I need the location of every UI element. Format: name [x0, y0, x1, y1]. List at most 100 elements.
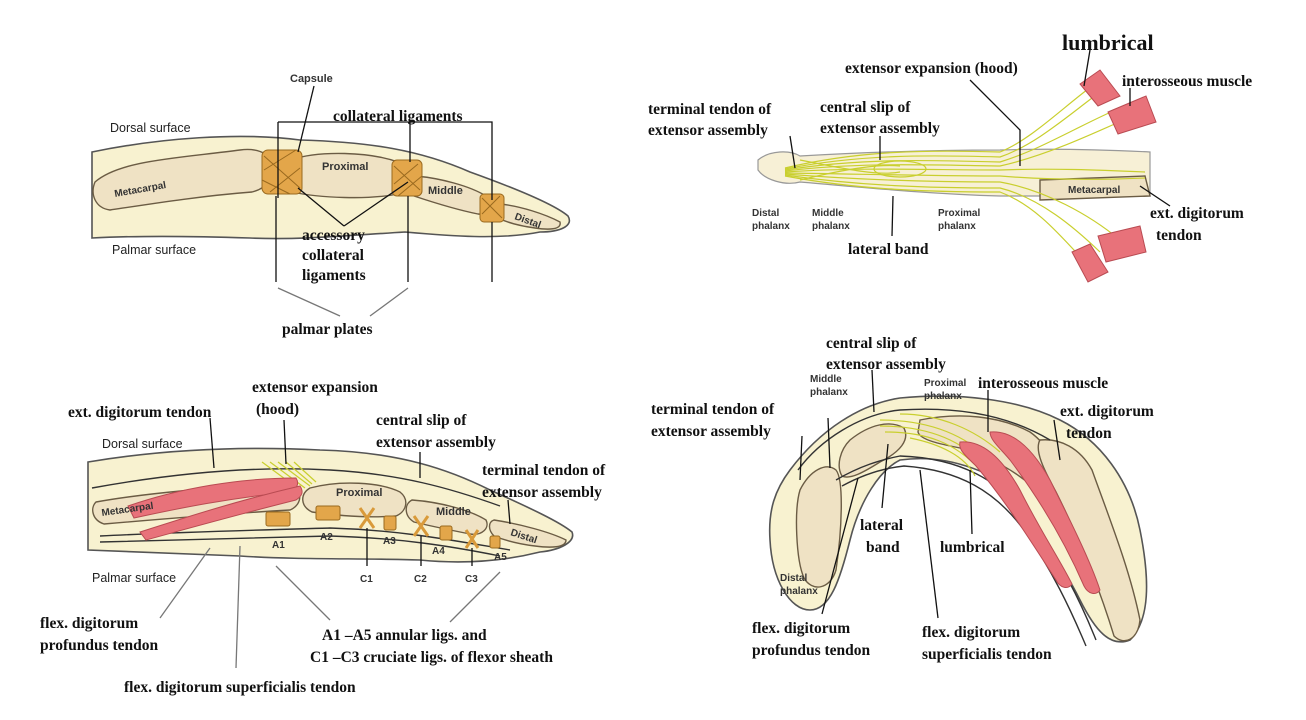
br-central-leader: [871, 369, 875, 413]
label-accessory-1: accessory: [302, 227, 365, 244]
tr-label-terminal-1: terminal tendon of: [648, 101, 772, 118]
bl-hood-leader: [283, 419, 287, 465]
panel-flexed-finger: central slip of extensor assembly Middle…: [651, 335, 1154, 663]
br-label-central-1: central slip of: [826, 335, 917, 352]
br-label-lateral-1: lateral: [860, 517, 904, 534]
label-collateral-ligaments: collateral ligaments: [333, 108, 463, 125]
tr-lumbrical-leader: [1083, 49, 1091, 87]
br-label-ext-digitorum-1: ext. digitorum: [1060, 403, 1154, 420]
bl-annular-leader: [275, 565, 501, 623]
label-accessory-2: collateral: [302, 247, 365, 264]
bl-label-terminal-1: terminal tendon of: [482, 462, 606, 479]
tr-label-proximal-1: Proximal: [938, 208, 980, 219]
tr-interosseous-muscle-bottom: [1097, 225, 1147, 263]
tr-extensor-tendons: [784, 85, 1146, 263]
br-label-lumbrical: lumbrical: [940, 539, 1005, 556]
tr-label-interosseous: interosseous muscle: [1122, 73, 1252, 90]
tr-label-lateral-band: lateral band: [848, 241, 929, 258]
bl-label-a2: A2: [320, 532, 333, 543]
bl-palmar-sheath-line-2: [99, 535, 501, 557]
br-label-terminal-1: terminal tendon of: [651, 401, 775, 418]
label-accessory-3: ligaments: [302, 267, 366, 284]
br-flexor-sheath-2: [841, 465, 1087, 647]
br-extensor-line: [797, 408, 1051, 471]
bl-label-fds: flex. digitorum superficialis tendon: [124, 679, 356, 696]
label-capsule: Capsule: [290, 73, 333, 85]
bl-label-annular-1: A1 –A5 annular ligs. and: [322, 627, 487, 644]
br-label-interosseous: interosseous muscle: [978, 375, 1108, 392]
br-label-terminal-2: extensor assembly: [651, 423, 771, 440]
br-label-fdp-2: profundus tendon: [752, 642, 871, 659]
bl-label-dorsal-surface: Dorsal surface: [102, 437, 183, 451]
bl-fds-leader: [235, 545, 241, 669]
bl-distal-bone: [488, 519, 567, 548]
label-palmar-surface: Palmar surface: [112, 243, 196, 257]
br-middle-bone: [838, 423, 907, 478]
br-label-fdp-1: flex. digitorum: [752, 620, 850, 637]
br-label-ext-digitorum-2: tendon: [1066, 425, 1112, 442]
br-label-fds-2: superficialis tendon: [922, 646, 1052, 663]
bl-label-proximal: Proximal: [336, 487, 382, 499]
label-dorsal-surface: Dorsal surface: [110, 121, 191, 135]
tr-label-middle-2: phalanx: [812, 221, 850, 232]
bl-label-annular-2: C1 –C3 cruciate ligs. of flexor sheath: [310, 649, 553, 666]
br-lateral-leader: [881, 443, 889, 509]
tr-label-terminal-2: extensor assembly: [648, 122, 768, 139]
tr-label-extensor-expansion: extensor expansion (hood): [845, 60, 1018, 77]
tr-label-distal-2: phalanx: [752, 221, 790, 232]
collateral-bracket: [277, 121, 493, 200]
bl-label-a3: A3: [383, 536, 396, 547]
bl-label-central-1: central slip of: [376, 412, 467, 429]
bl-fdp-leader: [159, 547, 211, 619]
mcp-capsule: [261, 149, 303, 195]
bl-terminal-leader: [507, 499, 511, 525]
br-label-central-2: extensor assembly: [826, 356, 946, 373]
br-terminal-leader: [799, 435, 803, 481]
tr-lumbrical-muscle: [1079, 69, 1121, 107]
palmar-plate-bracket: [275, 196, 493, 282]
tr-hood-leader: [969, 79, 1021, 166]
bl-label-a1: A1: [272, 540, 285, 551]
bl-label-central-2: extensor assembly: [376, 434, 496, 451]
panel-joint-ligaments: Capsule Dorsal surface collateral ligame…: [91, 73, 571, 338]
bl-cruciate-ligaments: [358, 507, 480, 549]
bl-label-c3: C3: [465, 574, 478, 585]
bl-dorsal-sheath-line: [91, 468, 501, 507]
label-middle: Middle: [428, 185, 463, 197]
tr-label-ext-digitorum-1: ext. digitorum: [1150, 205, 1244, 222]
br-label-distal-2: phalanx: [780, 586, 818, 597]
tr-label-central-2: extensor assembly: [820, 120, 940, 137]
bl-label-c1: C1: [360, 574, 373, 585]
bl-annular-ligaments: [265, 505, 501, 549]
br-middle-leader: [827, 417, 831, 469]
bl-label-ext-digitorum: ext. digitorum tendon: [68, 404, 212, 421]
bl-label-middle: Middle: [436, 506, 471, 518]
br-fds-leader: [919, 469, 939, 619]
tr-label-proximal-2: phalanx: [938, 221, 976, 232]
panel-flexor-sheath: extensor expansion (hood) ext. digitorum…: [40, 379, 606, 696]
pip-capsule: [391, 159, 423, 197]
bl-label-hood-1: extensor expansion: [252, 379, 378, 396]
tr-label-ext-digitorum-2: tendon: [1156, 227, 1202, 244]
bl-ext-digitorum-leader: [209, 417, 215, 469]
tr-label-distal-1: Distal: [752, 208, 779, 219]
tr-ext-digitorum-leader: [1139, 185, 1171, 207]
br-label-lateral-2: band: [866, 539, 900, 556]
tr-lateral-leader: [891, 195, 894, 237]
bl-lumbrical-muscle: [139, 485, 303, 541]
br-label-fds-1: flex. digitorum: [922, 624, 1020, 641]
br-fdp-leader: [821, 477, 859, 615]
br-label-middle-2: phalanx: [810, 387, 848, 398]
accessory-collateral-leader: [297, 181, 409, 227]
panel-extensor-mechanism: lumbrical extensor expansion (hood) inte…: [648, 30, 1252, 283]
br-ext-digitorum-leader: [1053, 419, 1061, 461]
bl-label-fdp-2: profundus tendon: [40, 637, 159, 654]
tr-label-metacarpal: Metacarpal: [1068, 185, 1120, 196]
br-lumbrical-muscle: [959, 441, 1073, 588]
capsule-leader: [297, 85, 315, 153]
bl-label-terminal-2: extensor assembly: [482, 484, 602, 501]
tr-lumbrical-muscle-bottom: [1071, 243, 1109, 283]
label-palmar-plates: palmar plates: [282, 321, 373, 338]
br-interosseous-muscle: [989, 431, 1101, 594]
